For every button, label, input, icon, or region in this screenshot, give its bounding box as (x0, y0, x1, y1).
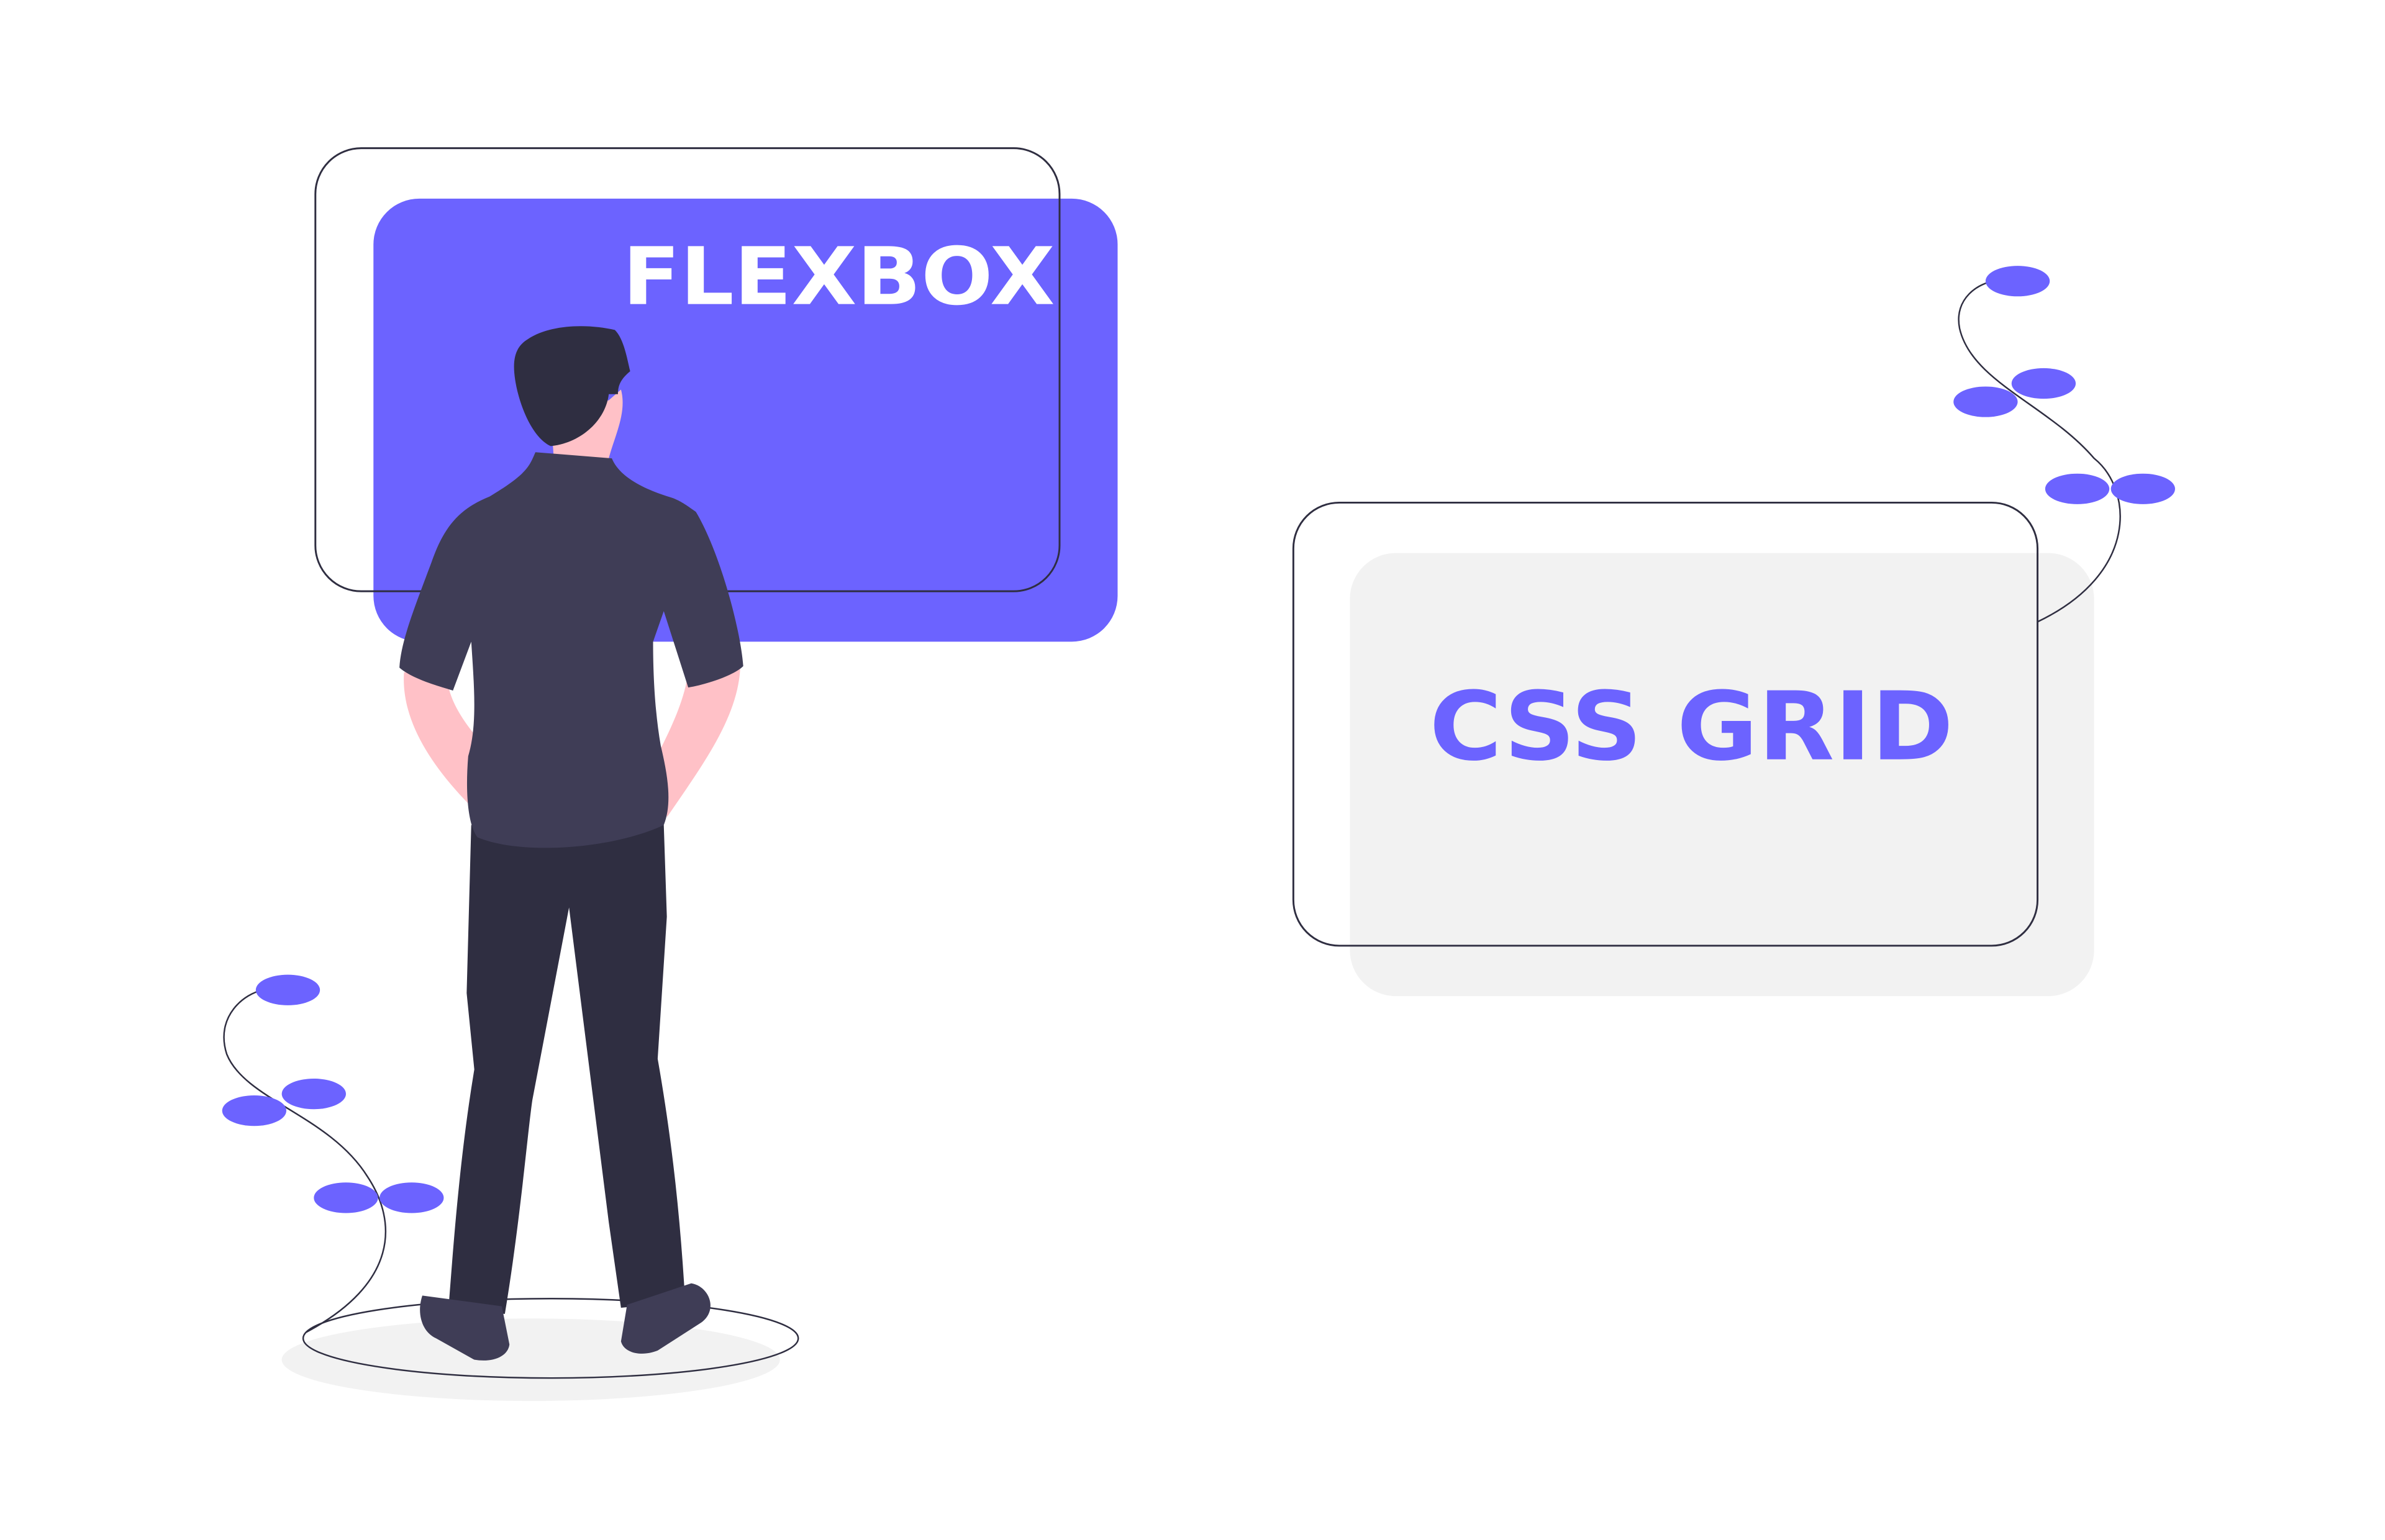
plant-left (222, 974, 444, 1333)
grid-card-fill (1350, 553, 2094, 997)
plant-right (1953, 266, 2175, 623)
ground (281, 1298, 799, 1402)
css-grid-card: CSS GRID (1292, 501, 2094, 997)
css-grid-label: CSS GRID (1429, 671, 1953, 782)
person-figure (399, 326, 743, 1361)
grid-card-outline (1292, 501, 2039, 947)
flexbox-label: FLEXBOX (622, 231, 1055, 324)
